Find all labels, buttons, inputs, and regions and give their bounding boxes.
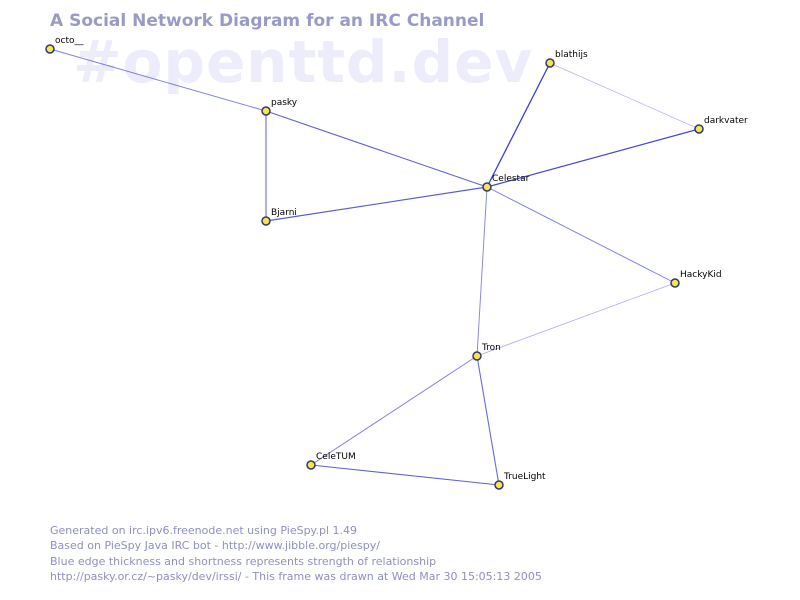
node-label: Bjarni xyxy=(271,208,297,218)
edge-bjarni-celestar xyxy=(265,186,488,222)
edge-blathijs-darkvater xyxy=(549,62,700,130)
node-label: CeleTUM xyxy=(316,452,356,462)
diagram-title: A Social Network Diagram for an IRC Chan… xyxy=(50,11,485,31)
node-truelight: TrueLight xyxy=(494,472,546,490)
edge-tron-truelight xyxy=(476,355,500,486)
edge-pasky-celestar xyxy=(265,110,488,188)
node-label: darkvater xyxy=(704,116,748,126)
node-darkvater: darkvater xyxy=(694,116,748,134)
edge-hackykid-tron xyxy=(476,282,676,357)
edge-celestar-darkvater xyxy=(486,128,700,188)
node-marker xyxy=(670,278,680,288)
node-marker xyxy=(482,182,492,192)
edge-celestar-blathijs xyxy=(486,62,551,188)
node-label: HackyKid xyxy=(680,270,722,280)
edge-celetum-truelight xyxy=(310,464,500,486)
node-label: TrueLight xyxy=(503,472,546,482)
node-blathijs: blathijs xyxy=(545,50,588,68)
node-hackykid: HackyKid xyxy=(670,270,722,288)
node-pasky: pasky xyxy=(261,98,298,116)
edge-celestar-hackykid xyxy=(486,186,676,284)
node-marker xyxy=(306,460,316,470)
node-marker xyxy=(472,351,482,361)
footer-line: Blue edge thickness and shortness repres… xyxy=(50,554,437,568)
node-bjarni: Bjarni xyxy=(261,208,297,226)
node-marker xyxy=(494,480,504,490)
node-octo: octo__ xyxy=(45,36,84,54)
node-label: Tron xyxy=(481,343,501,353)
node-label: blathijs xyxy=(555,50,588,60)
footer-info: Generated on irc.ipv6.freenode.net using… xyxy=(50,523,542,584)
edges-layer xyxy=(49,48,700,486)
edge-celestar-tron xyxy=(476,186,488,357)
node-label: octo__ xyxy=(55,36,84,46)
node-label: pasky xyxy=(271,98,298,108)
footer-line: Based on PieSpy Java IRC bot - http://ww… xyxy=(50,539,380,553)
node-marker xyxy=(45,44,55,54)
node-marker xyxy=(694,124,704,134)
node-marker xyxy=(545,58,555,68)
node-celestar: Celestar xyxy=(482,174,530,192)
node-celetum: CeleTUM xyxy=(306,452,356,470)
edge-octo-pasky xyxy=(49,48,267,112)
node-marker xyxy=(261,216,271,226)
channel-watermark: #openttd.dev xyxy=(73,28,534,96)
node-tron: Tron xyxy=(472,343,501,361)
footer-line: http://pasky.or.cz/~pasky/dev/irssi/ - T… xyxy=(50,569,542,583)
node-label: Celestar xyxy=(492,174,530,184)
node-marker xyxy=(261,106,271,116)
footer-line: Generated on irc.ipv6.freenode.net using… xyxy=(50,524,358,537)
edge-tron-celetum xyxy=(310,355,478,466)
